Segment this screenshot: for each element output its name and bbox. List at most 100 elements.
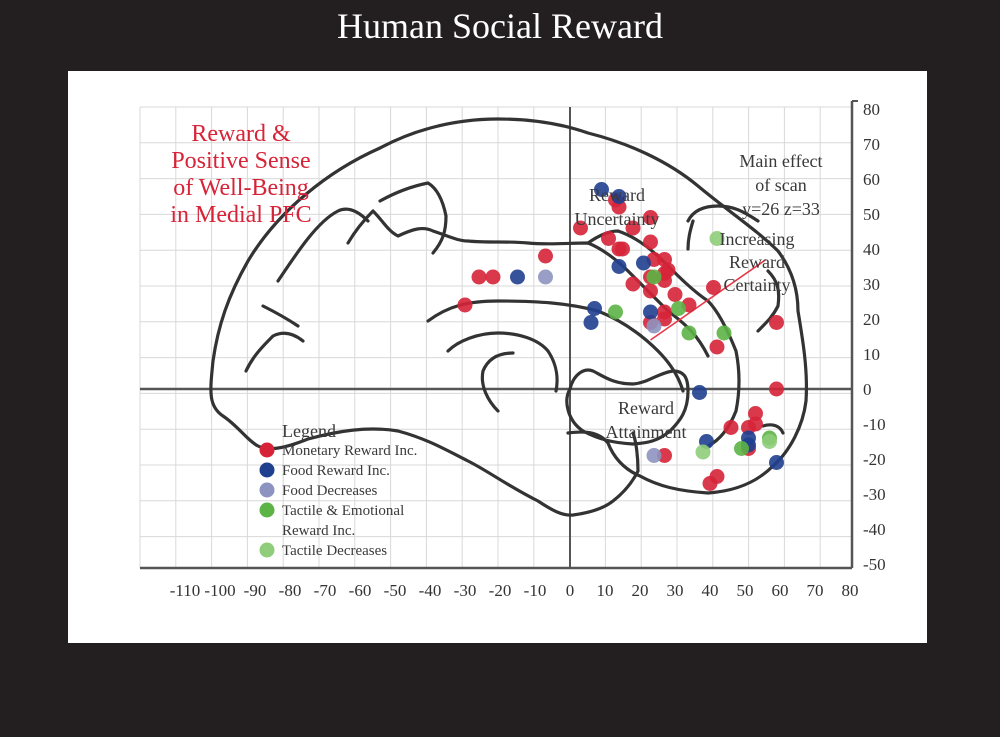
- data-point-monetary-reward-inc: [741, 420, 756, 435]
- x-tick-label: -100: [204, 581, 235, 600]
- x-tick-label: 40: [702, 581, 719, 600]
- frontal-fold-3: [244, 331, 305, 373]
- data-point-monetary-reward-inc: [667, 287, 683, 302]
- y-tick-label: 80: [863, 100, 880, 119]
- outer-cortex: [378, 117, 809, 495]
- scan-label-line-1: Main effect: [739, 151, 822, 171]
- data-point-food-decreases: [538, 269, 553, 285]
- x-tick-label: -90: [244, 581, 267, 600]
- medial-pfc-label-line-2: Positive Sense: [171, 148, 310, 174]
- page-title: Human Social Reward: [337, 6, 663, 46]
- data-point-tactile-decreases: [762, 434, 777, 449]
- y-tick-label: -10: [863, 415, 886, 434]
- parietal-fold: [686, 204, 760, 223]
- thalamus: [480, 351, 515, 413]
- x-tick-label: 70: [807, 581, 824, 600]
- precentral: [378, 181, 448, 255]
- medial-pfc-label-line-4: in Medial PFC: [170, 202, 311, 228]
- legend-label-tactile-inc: Tactile & Emotional: [282, 503, 404, 519]
- data-point-tactile-emotional-reward-inc: [734, 441, 749, 456]
- callosum-lower: [446, 331, 559, 393]
- data-point-food-reward-inc: [594, 182, 609, 197]
- legend-label-tactile-dec: Tactile Decreases: [282, 543, 387, 559]
- x-tick-label: -40: [419, 581, 442, 600]
- data-point-monetary-reward-inc: [625, 276, 641, 292]
- medial-pfc-label-line-1: Reward &: [191, 121, 291, 147]
- data-point-monetary-reward-inc: [657, 448, 672, 463]
- data-point-monetary-reward-inc: [709, 339, 725, 355]
- legend-title: Legend: [282, 421, 336, 441]
- x-tick-label: -70: [314, 581, 337, 600]
- data-point-food-reward-inc: [636, 255, 651, 271]
- scan-label-line-2: of scan: [755, 175, 806, 195]
- data-point-monetary-reward-inc: [769, 381, 784, 397]
- legend-label-food-inc: Food Reward Inc.: [282, 463, 390, 479]
- x-tick-label: 10: [597, 581, 614, 600]
- data-point-food-reward-inc: [769, 455, 784, 470]
- data-point-monetary-reward-inc: [769, 315, 784, 330]
- y-tick-label: 70: [863, 135, 880, 154]
- outer-cortex-left: [209, 146, 640, 517]
- data-point-monetary-reward-inc: [611, 199, 627, 215]
- x-tick-label: 30: [667, 581, 684, 600]
- data-point-tactile-emotional-reward-inc: [671, 301, 686, 316]
- y-tick-label: 40: [863, 240, 880, 259]
- data-point-monetary-reward-inc: [457, 297, 473, 313]
- medial-pfc-label-line-3: of Well-Being: [173, 175, 309, 201]
- y-tick-label: -20: [863, 450, 886, 469]
- brain-outline: [209, 117, 809, 517]
- y-tick-label: 30: [863, 275, 880, 294]
- legend-swatch-food-dec: [259, 482, 275, 498]
- x-tick-label: -110: [170, 581, 201, 600]
- data-points: [457, 182, 784, 491]
- legend-label-monetary: Monetary Reward Inc.: [282, 443, 417, 459]
- cingulate-inner: [586, 229, 741, 448]
- data-point-food-reward-inc: [587, 301, 602, 316]
- data-point-tactile-decreases: [709, 231, 725, 246]
- data-point-monetary-reward-inc: [573, 220, 588, 236]
- increasing-certainty-label-2: Reward: [729, 252, 785, 272]
- legend-label-food-dec: Food Decreases: [282, 483, 378, 499]
- data-point-monetary-reward-inc: [643, 234, 658, 250]
- x-tick-label: 50: [737, 581, 754, 600]
- data-point-tactile-emotional-reward-inc: [716, 325, 732, 341]
- data-point-tactile-emotional-reward-inc: [681, 325, 697, 341]
- data-point-food-reward-inc: [611, 259, 627, 274]
- x-tick-label: 20: [632, 581, 649, 600]
- y-tick-label: -50: [863, 555, 886, 574]
- data-point-food-reward-inc: [583, 315, 599, 330]
- certainty-gradient-line: [650, 258, 767, 341]
- parietal-fold-2: [686, 219, 695, 251]
- temporal-loop: [565, 368, 690, 446]
- data-point-food-reward-inc: [643, 304, 658, 320]
- frontal-fold-1: [276, 207, 370, 283]
- x-tick-label: 80: [842, 581, 859, 600]
- x-tick-label: -50: [384, 581, 407, 600]
- data-point-monetary-reward-inc: [471, 269, 487, 285]
- y-tick-label: 60: [863, 170, 880, 189]
- y-tick-label: 50: [863, 205, 880, 224]
- data-point-monetary-reward-inc: [625, 220, 641, 236]
- legend-label-tactile-inc: Reward Inc.: [282, 523, 355, 539]
- data-point-monetary-reward-inc: [538, 248, 553, 264]
- scan-label-line-3: y=26 z=33: [742, 199, 820, 219]
- reward-attainment-label-2: Attainment: [606, 422, 687, 442]
- increasing-certainty-label-3: Certainty: [724, 275, 791, 295]
- x-tick-label: -60: [349, 581, 372, 600]
- occipital-fold: [756, 269, 781, 333]
- data-point-food-decreases: [646, 318, 662, 334]
- data-point-food-reward-inc: [611, 189, 627, 204]
- reward-attainment-label-1: Reward: [618, 398, 674, 418]
- data-point-monetary-reward-inc: [643, 283, 658, 299]
- y-tick-label: 10: [863, 345, 880, 364]
- x-tick-label: -10: [524, 581, 547, 600]
- y-tick-label: 20: [863, 310, 880, 329]
- x-tick-label: -80: [279, 581, 302, 600]
- occipital-fold-2: [761, 423, 785, 435]
- x-tick-label: 60: [772, 581, 789, 600]
- legend-swatch-tactile-dec: [259, 542, 275, 558]
